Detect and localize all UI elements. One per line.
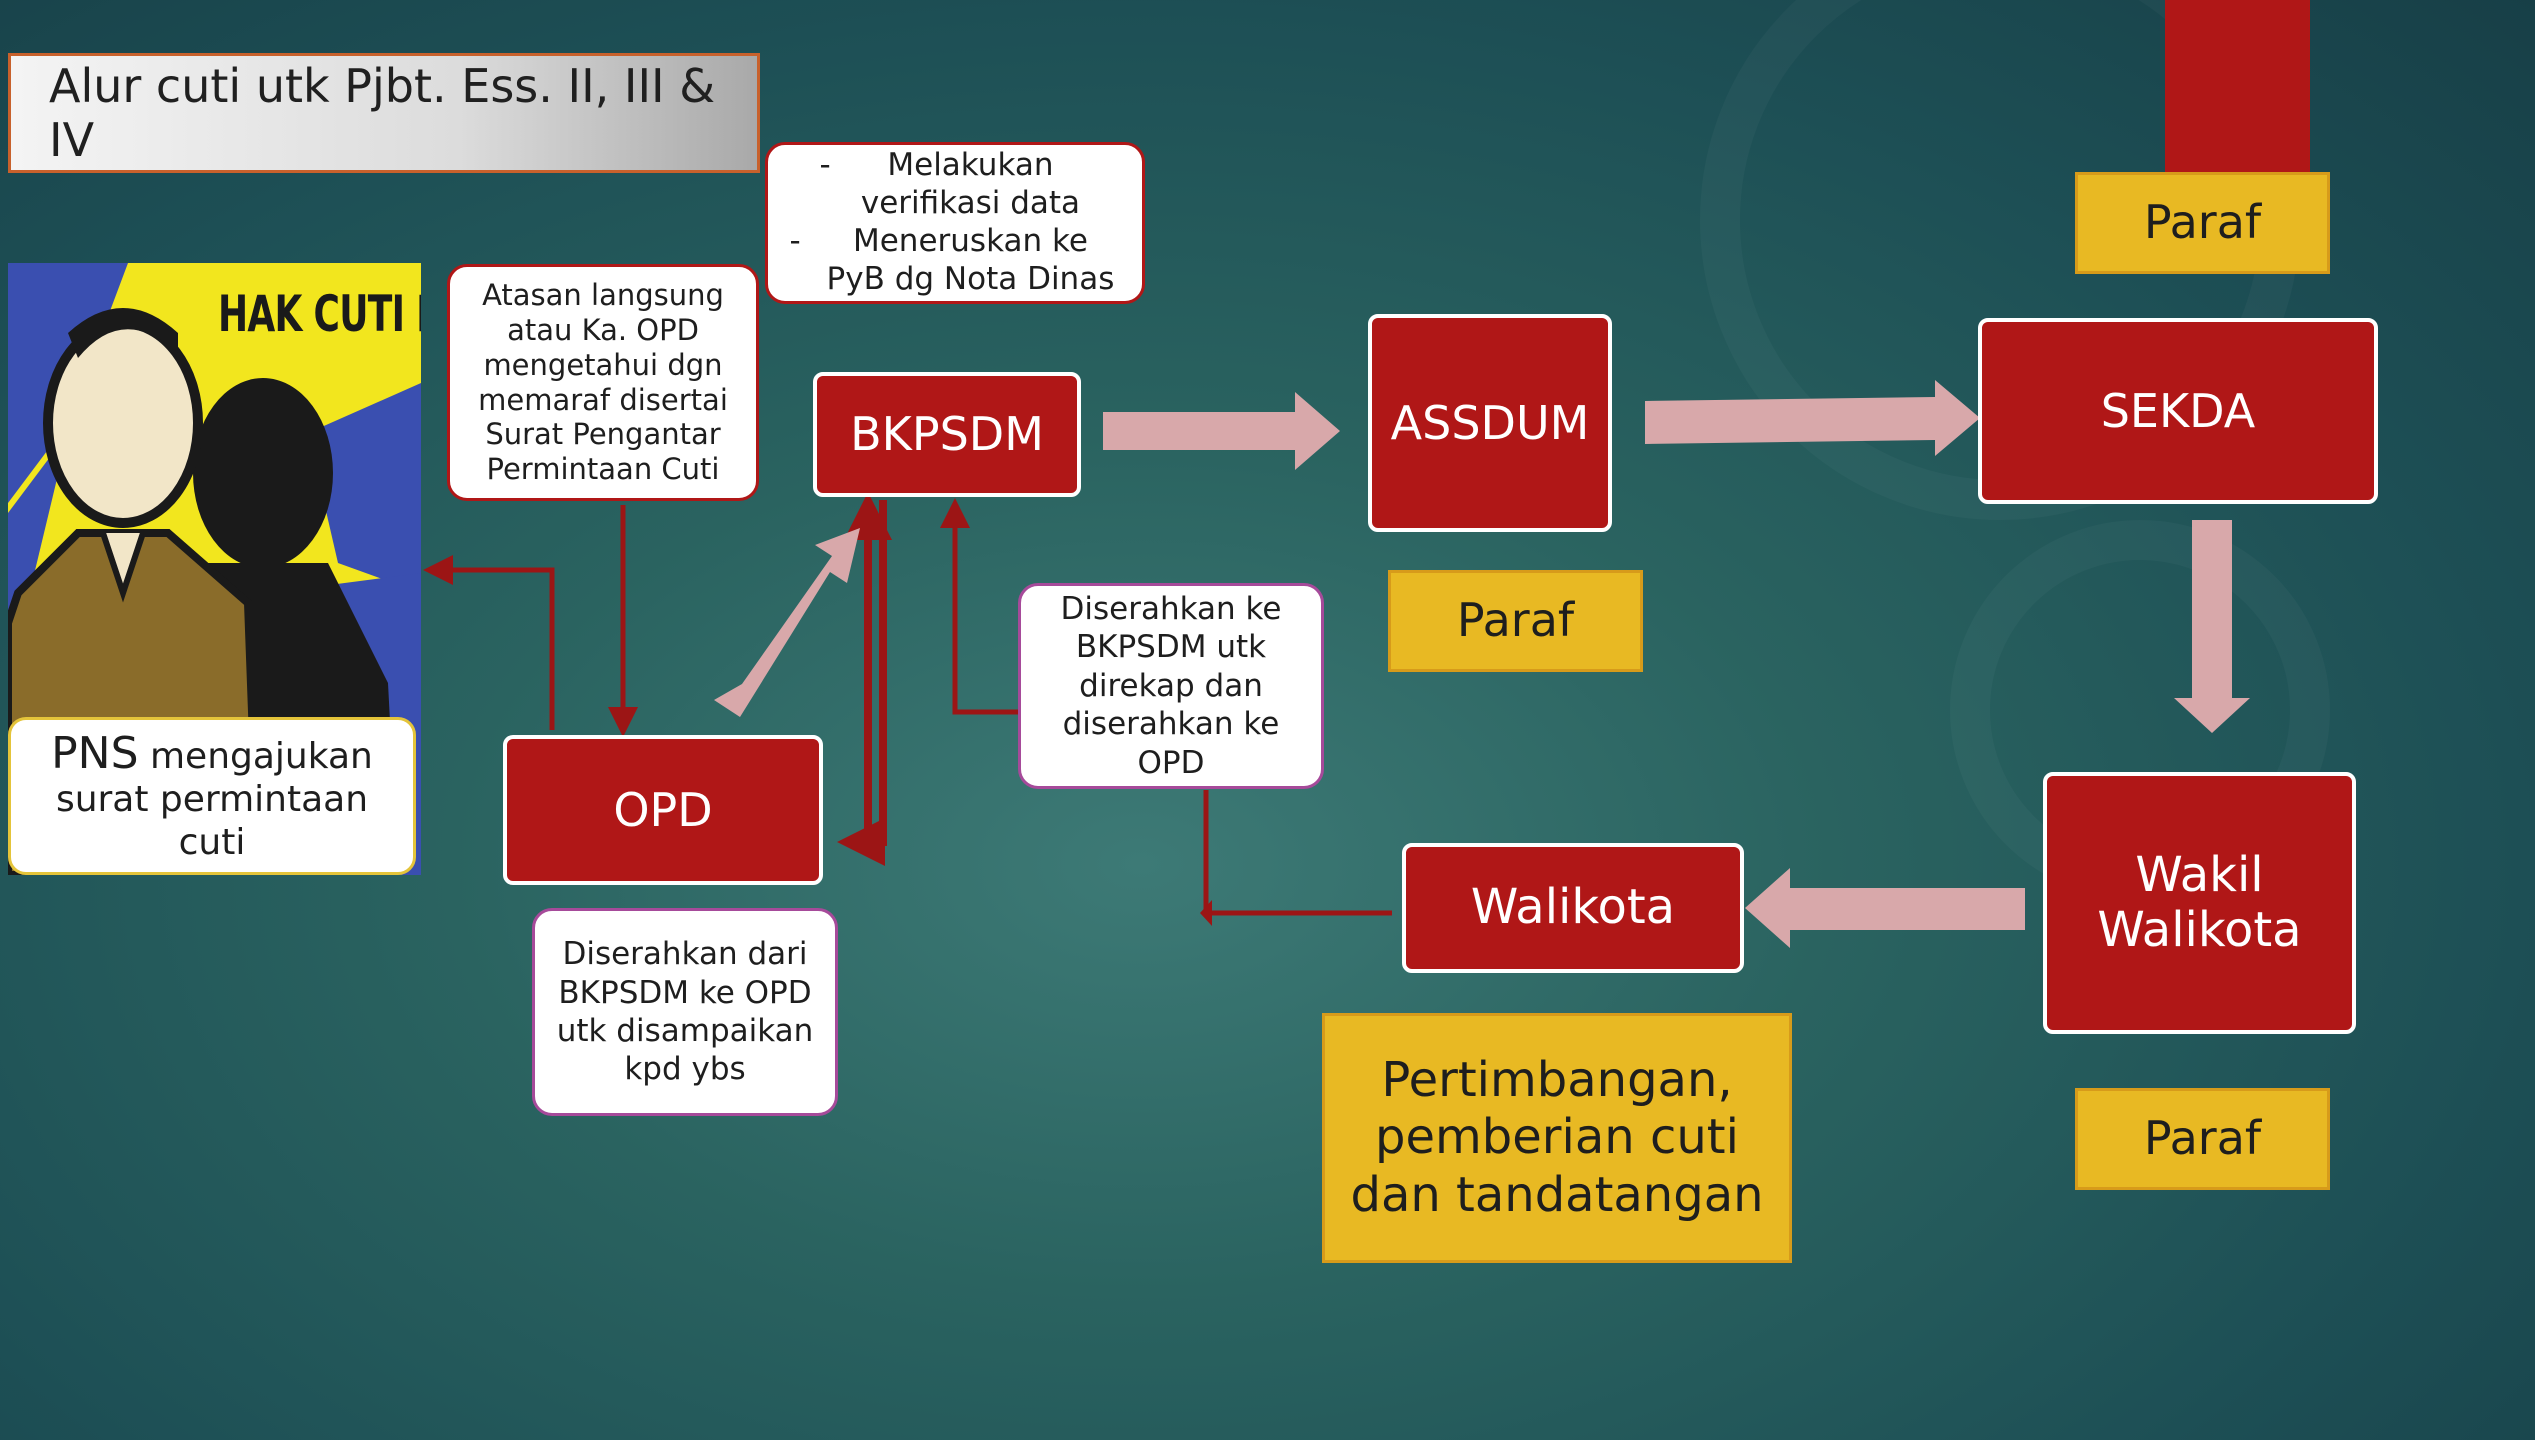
note-bkpsdm-task-1-text: Melakukan verifikasi data [860, 147, 1081, 222]
note-atasan-text: Atasan langsung atau Ka. OPD mengetahui … [478, 278, 728, 487]
node-walikota: Walikota [1402, 843, 1744, 973]
node-wakil-walikota: Wakil Walikota [2043, 772, 2356, 1034]
arrow-opd-to-bkpsdm [714, 528, 860, 717]
arrow-bkpsdm-to-assdum [1103, 392, 1340, 470]
arrow-assdum-to-sekda [1645, 380, 1980, 456]
node-assdum: ASSDUM [1368, 314, 1612, 532]
arrow-wakil-to-walikota [1745, 868, 2025, 948]
node-sekda: SEKDA [1978, 318, 2378, 504]
poster-caption-text: PNS mengajukan surat permintaan cuti [23, 728, 401, 865]
note-bkpsdm-task-2: - Meneruskan ke PyB dg Nota Dinas [790, 223, 1121, 299]
paraf-assdum-label: Paraf [1456, 593, 1575, 648]
connector-bkpsdm-opd-down [837, 500, 887, 866]
note-bkpsdm-task-2-text: Meneruskan ke PyB dg Nota Dinas [826, 223, 1115, 297]
paraf-sekda-label: Paraf [2143, 195, 2262, 250]
paraf-wakil-walikota: Paraf [2075, 1088, 2330, 1190]
pertimbangan-box: Pertimbangan, pemberian cuti dan tandata… [1322, 1013, 1792, 1263]
note-diserahkan-dari-text: Diserahkan dari BKPSDM ke OPD utk disamp… [556, 936, 814, 1088]
poster-title: HAK CUTI PNS [218, 285, 421, 343]
node-opd-label: OPD [613, 782, 713, 837]
node-bkpsdm-label: BKPSDM [850, 407, 1044, 462]
page-title-text: Alur cuti utk Pjbt. Ess. II, III & IV [49, 59, 716, 167]
top-red-bar [2165, 0, 2310, 172]
note-bkpsdm-tasks: - Melakukan verifikasi data - Meneruskan… [765, 142, 1145, 304]
poster-caption-rest: mengajukan surat permintaan cuti [55, 735, 373, 863]
connector-arrowhead-walikota [1200, 900, 1212, 926]
paraf-wakil-walikota-label: Paraf [2143, 1111, 2262, 1166]
pertimbangan-label: Pertimbangan, pemberian cuti dan tandata… [1350, 1051, 1764, 1223]
paraf-sekda: Paraf [2075, 172, 2330, 274]
node-sekda-label: SEKDA [2100, 383, 2256, 438]
paraf-assdum: Paraf [1388, 570, 1643, 672]
note-diserahkan-ke-text: Diserahkan ke BKPSDM utk direkap dan dis… [1060, 590, 1282, 781]
connector-walikota-to-note [1203, 790, 1392, 916]
node-wakil-walikota-label: Wakil Walikota [2097, 846, 2302, 958]
connector-opd-to-pns [423, 555, 555, 730]
node-assdum-label: ASSDUM [1390, 395, 1590, 450]
page-title: Alur cuti utk Pjbt. Ess. II, III & IV [8, 53, 760, 173]
note-atasan: Atasan langsung atau Ka. OPD mengetahui … [447, 264, 759, 501]
poster-caption-lead: PNS [51, 727, 139, 779]
bullet-dash: - [789, 223, 821, 259]
node-opd: OPD [503, 735, 823, 885]
note-bkpsdm-task-1: - Melakukan verifikasi data [820, 147, 1091, 223]
node-bkpsdm: BKPSDM [813, 372, 1081, 497]
note-diserahkan-ke: Diserahkan ke BKPSDM utk direkap dan dis… [1018, 583, 1324, 789]
note-diserahkan-dari: Diserahkan dari BKPSDM ke OPD utk disamp… [532, 908, 838, 1116]
connector-note-to-bkpsdm [940, 498, 1020, 715]
node-walikota-label: Walikota [1470, 879, 1676, 936]
poster-caption: PNS mengajukan surat permintaan cuti [8, 717, 416, 875]
arrow-sekda-to-wakil [2174, 520, 2250, 733]
bullet-dash: - [819, 147, 851, 184]
